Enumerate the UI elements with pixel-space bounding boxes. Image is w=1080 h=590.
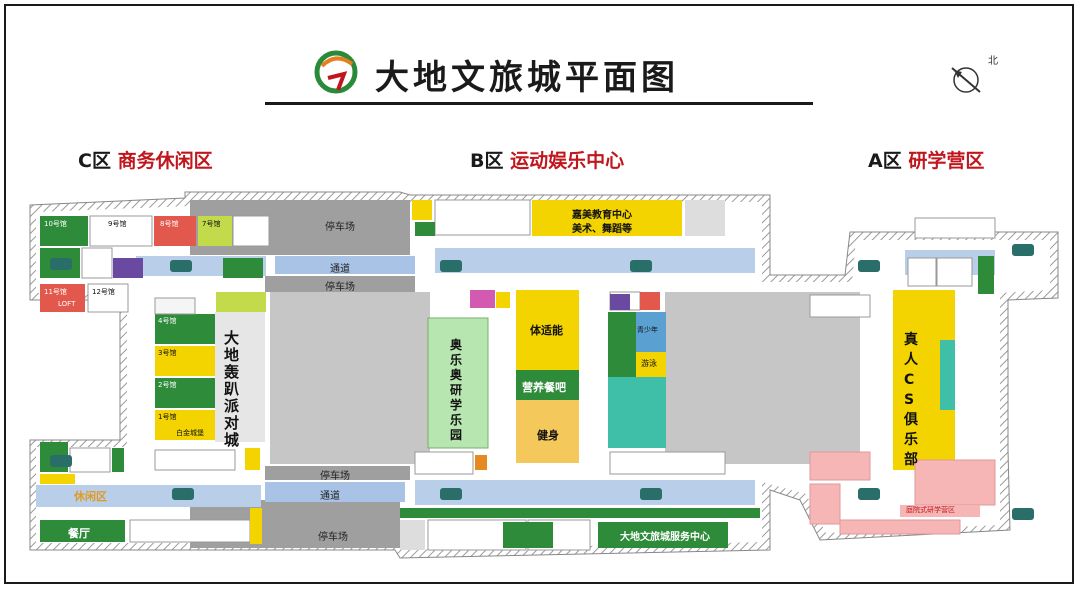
c-white-hall-label: 白金城堡 <box>176 429 204 437</box>
c-loft-11-label: 11号馆 <box>44 288 67 296</box>
aisle-bottom <box>265 482 405 502</box>
c-leisure-label: 休闲区 <box>74 490 107 503</box>
b-edu-sub-label: 美术、舞蹈等 <box>572 224 632 235</box>
b-youth-label: 青少年 <box>637 326 658 334</box>
zone-b-label: B区 运动娱乐中心 <box>470 150 625 172</box>
map-title: 大地文旅城平面图 <box>375 58 679 98</box>
c-pavilion-1-label: 1号馆 <box>158 413 177 421</box>
parking-label-top: 停车场 <box>325 222 355 233</box>
aisle-label-bottom: 通道 <box>320 491 340 502</box>
c-loft-7-label: 7号馆 <box>202 220 221 228</box>
b-sci-label: 奥乐奥研学乐园 <box>450 338 463 442</box>
parking-label-lower: 停车场 <box>320 471 350 482</box>
a-camp-label: 庭院式研学营区 <box>906 506 955 514</box>
b-nutrition-label: 营养餐吧 <box>522 381 566 394</box>
b-fitness-label: 健身 <box>537 429 559 442</box>
c-loft-word-label: LOFT <box>58 300 76 308</box>
b-swim-label: 游泳 <box>641 359 657 368</box>
parking-label-mid: 停车场 <box>325 282 355 293</box>
aisle-top <box>275 256 415 274</box>
escalator-icons <box>50 244 1034 520</box>
north-label: 北 <box>988 56 998 67</box>
a-cs-label: 真人CS俱乐部 <box>904 332 918 468</box>
c-loft-8-label: 8号馆 <box>160 220 179 228</box>
image-frame <box>4 4 1074 584</box>
aisle-label-top: 通道 <box>330 264 350 275</box>
c-pavilion-3-label: 3号馆 <box>158 349 177 357</box>
c-restaurant-label: 餐厅 <box>68 527 90 540</box>
c-loft-10-label: 10号馆 <box>44 220 67 228</box>
c-pavilion-4-label: 4号馆 <box>158 317 177 325</box>
c-loft-9-label: 9号馆 <box>108 220 127 228</box>
c-pavilion-2-label: 2号馆 <box>158 381 177 389</box>
b-gym-label: 体适能 <box>530 324 563 337</box>
zone-a-label: A区 研学营区 <box>868 150 985 172</box>
c-plaza <box>270 292 430 464</box>
c-main-hall-label: 大地轰趴派对城 <box>224 329 240 449</box>
a-plaza <box>665 292 860 464</box>
c-loft-12-label: 12号馆 <box>92 288 115 296</box>
parking-label-bottom: 停车场 <box>318 532 348 543</box>
title-underline <box>265 102 813 105</box>
b-service-center-label: 大地文旅城服务中心 <box>620 532 710 543</box>
b-edu-label: 嘉美教育中心 <box>572 210 632 221</box>
zone-c-label: C区 商务休闲区 <box>78 150 213 172</box>
